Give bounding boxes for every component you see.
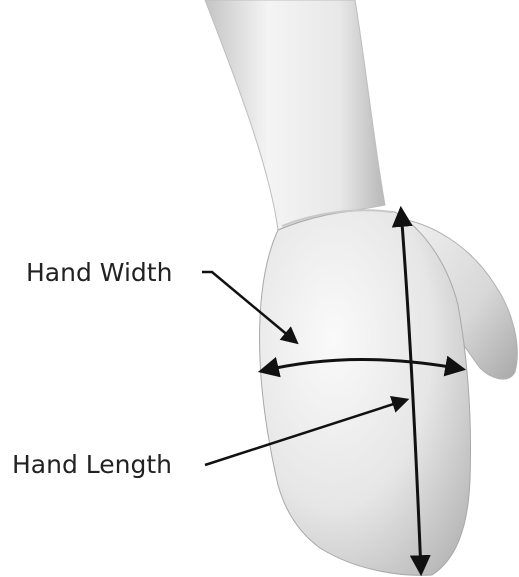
- hand-length-label: Hand Length: [12, 450, 172, 479]
- hand-width-label: Hand Width: [26, 258, 172, 287]
- palm-shape: [260, 210, 471, 575]
- forearm-shape: [205, 0, 385, 230]
